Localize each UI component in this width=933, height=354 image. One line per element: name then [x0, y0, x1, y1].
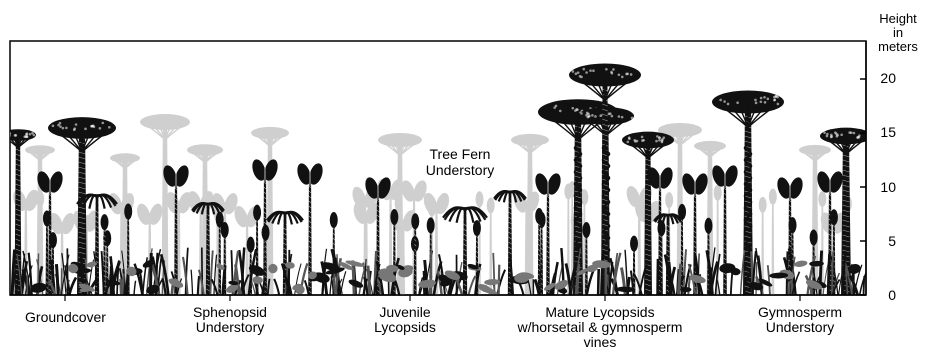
zone-label-sphenopsid: Sphenopsid Understory [170, 305, 290, 335]
zone-label-line: Understory [170, 320, 290, 335]
height-axis-title-line: meters [868, 40, 928, 54]
height-tick-label-20: 20 [876, 71, 896, 85]
height-tick-label-5: 5 [876, 234, 896, 248]
height-axis-title-line: Height [868, 12, 928, 26]
zone-label-juvenile: Juvenile Lycopsids [350, 305, 460, 335]
zone-label-line: Lycopsids [350, 320, 460, 335]
height-tick-label-15: 15 [876, 125, 896, 139]
zone-label-line: Groundcover [8, 310, 123, 325]
zone-label-line: Mature Lycopsids [500, 305, 700, 320]
tree-fern-label-line: Understory [410, 162, 510, 178]
zone-tick-marks [65, 295, 800, 301]
zone-label-line: vines [500, 335, 700, 350]
zone-label-line: Understory [735, 320, 865, 335]
height-axis-title-line: in [868, 26, 928, 40]
height-axis-title: Height in meters [868, 12, 928, 54]
zone-label-mature: Mature Lycopsids w/horsetail & gymnosper… [500, 305, 700, 350]
zone-label-line: Sphenopsid [170, 305, 290, 320]
zone-label-line: Juvenile [350, 305, 460, 320]
tree-fern-label-line: Tree Fern [410, 146, 510, 162]
zone-label-line: Gymnosperm [735, 305, 865, 320]
zone-label-line: w/horsetail & gymnosperm [500, 320, 700, 335]
height-tick-label-0: 0 [876, 288, 896, 302]
zone-label-gymnosperm: Gymnosperm Understory [735, 305, 865, 335]
zone-label-groundcover: Groundcover [8, 310, 123, 325]
height-tick-label-10: 10 [876, 180, 896, 194]
tree-fern-understory-label: Tree Fern Understory [410, 146, 510, 178]
